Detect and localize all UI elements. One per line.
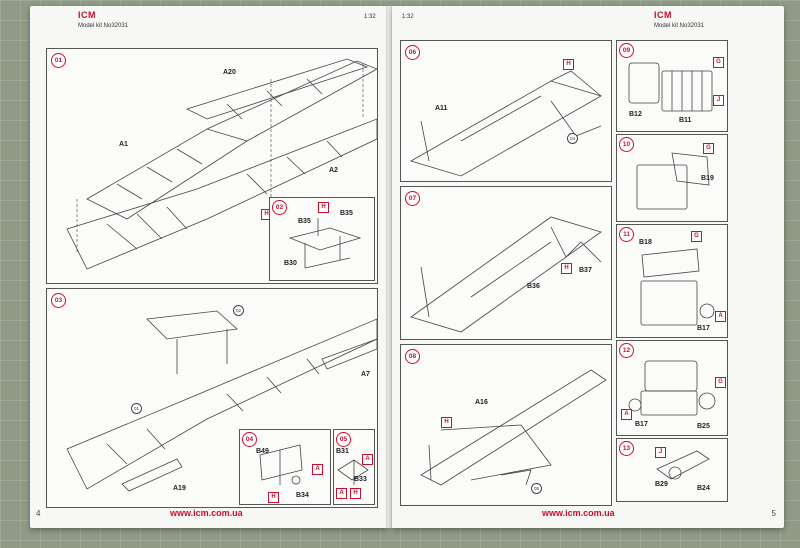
part-b30-label: B30 — [284, 260, 297, 267]
step-05-drawing — [337, 459, 369, 485]
step-03-wing-drawing — [66, 310, 377, 492]
step-09-tag-j: J — [713, 95, 724, 106]
step-08-number: 08 — [405, 349, 420, 364]
step-11-tag-a: A — [715, 311, 726, 322]
step-10-tag-g: G — [703, 143, 714, 154]
right-page-number: 5 — [771, 509, 776, 518]
kit-number: Model kit No32031 — [78, 23, 129, 29]
step-02-tag-h: H — [318, 202, 329, 213]
step-03-ref-01: 01 — [131, 403, 142, 414]
part-b33-label: B33 — [354, 476, 367, 483]
step-05-panel: 05 B31 A A H B33 — [333, 429, 375, 505]
step-12-panel: 12 G A B17 B25 — [616, 340, 728, 436]
part-b37-label: B37 — [579, 267, 592, 274]
step-11-engine-drawing — [640, 248, 715, 326]
step-02-number: 02 — [272, 200, 287, 215]
step-03-number: 03 — [51, 293, 66, 308]
step-08-tag-h: H — [441, 417, 452, 428]
step-13-tag-j: J — [655, 447, 666, 458]
part-b12-label: B12 — [629, 111, 642, 118]
part-b18-label: B18 — [639, 239, 652, 246]
right-page: 1:32 ICM Model kit No32031 06 H A11 04 — [392, 6, 784, 528]
step-04-tag-a: A — [312, 464, 323, 475]
step-04-panel: 04 B49 A H B34 — [239, 429, 331, 505]
part-b19-label: B19 — [701, 175, 714, 182]
step-12-tag-g: G — [715, 377, 726, 388]
step-03-panel: 03 02 01 A7 A19 04 B49 A H B34 — [46, 288, 378, 508]
step-09-panel: 09 G J B12 B11 — [616, 40, 728, 132]
scale-label: 1:32 — [364, 14, 376, 20]
step-06-fuselage-drawing — [409, 70, 603, 177]
step-09-engine-drawing — [628, 62, 713, 112]
step-08-ref-05: 05 — [531, 483, 542, 494]
part-a1-label: A1 — [119, 141, 128, 148]
part-b17-label: B17 — [697, 325, 710, 332]
part-b34-label: B34 — [296, 492, 309, 499]
part-b25-label: B25 — [697, 423, 710, 430]
brand-logo: ICM — [78, 10, 96, 20]
step-06-ref-04: 04 — [567, 133, 578, 144]
step-09-tag-g: G — [713, 57, 724, 68]
scale-label-right: 1:32 — [402, 14, 414, 20]
part-b11-label: B11 — [679, 117, 692, 124]
left-page: ICM Model kit No32031 1:32 — [30, 6, 388, 528]
step-07-number: 07 — [405, 191, 420, 206]
part-a16-label: A16 — [475, 399, 488, 406]
step-07-fuselage-drawing — [410, 216, 602, 333]
part-b24-label: B24 — [697, 485, 710, 492]
step-01-panel: 01 A20 A1 A2 H 02 H B35 B35 B — [46, 48, 378, 284]
part-a7-label: A7 — [361, 371, 370, 378]
step-10-number: 10 — [619, 137, 634, 152]
step-09-number: 09 — [619, 43, 634, 58]
left-footer-url: www.icm.com.ua — [170, 508, 243, 518]
part-a20-label: A20 — [223, 69, 236, 76]
step-11-tag-g: G — [691, 231, 702, 242]
step-13-panel: 13 J B29 B24 — [616, 438, 728, 502]
step-02-panel: 02 H B35 B35 B30 — [269, 197, 375, 281]
part-b36-label: B36 — [527, 283, 540, 290]
step-13-drawing — [656, 450, 710, 480]
step-12-number: 12 — [619, 343, 634, 358]
step-05-tag-h: H — [350, 488, 361, 499]
step-08-panel: 08 A16 H 05 — [400, 344, 612, 506]
step-04-drawing — [259, 444, 303, 485]
step-06-panel: 06 H A11 04 — [400, 40, 612, 182]
step-07-panel: 07 H B37 B36 — [400, 186, 612, 340]
step-10-panel: 10 G B19 — [616, 134, 728, 222]
step-08-fuselage-drawing — [420, 369, 607, 486]
step-12-engine-drawing — [628, 360, 716, 416]
right-footer-url: www.icm.com.ua — [542, 508, 615, 518]
left-page-number: 4 — [36, 509, 41, 518]
step-13-number: 13 — [619, 441, 634, 456]
step-04-tag-h: H — [268, 492, 279, 503]
part-b29-label: B29 — [655, 481, 668, 488]
step-06-tag-h: H — [563, 59, 574, 70]
step-01-number: 01 — [51, 53, 66, 68]
part-b17-label-step12: B17 — [635, 421, 648, 428]
step-03-ref-02: 02 — [233, 305, 244, 316]
step-05-tag-a-top: A — [362, 454, 373, 465]
part-b49-label: B49 — [256, 448, 269, 455]
booklet-spine — [386, 6, 394, 528]
step-12-tag-a: A — [621, 409, 632, 420]
part-a11-label: A11 — [435, 105, 448, 112]
part-a19-label: A19 — [173, 485, 186, 492]
step-04-number: 04 — [242, 432, 257, 447]
brand-logo-right: ICM — [654, 10, 672, 20]
instruction-booklet: ICM Model kit No32031 1:32 — [30, 6, 790, 534]
part-b31-label: B31 — [336, 448, 349, 455]
step-10-engine-drawing — [636, 152, 710, 210]
step-07-tag-h: H — [561, 263, 572, 274]
step-06-number: 06 — [405, 45, 420, 60]
part-b35-label-right: B35 — [340, 210, 353, 217]
step-05-number: 05 — [336, 432, 351, 447]
step-01-wing-drawing — [66, 58, 377, 270]
step-11-panel: 11 B18 G A B17 — [616, 224, 728, 338]
kit-number-right: Model kit No32031 — [654, 23, 705, 29]
step-05-tag-a-bottom: A — [336, 488, 347, 499]
part-a2-label: A2 — [329, 167, 338, 174]
step-11-number: 11 — [619, 227, 634, 242]
step-02-strut-drawing — [288, 218, 362, 269]
part-b35-label-left: B35 — [298, 218, 311, 225]
